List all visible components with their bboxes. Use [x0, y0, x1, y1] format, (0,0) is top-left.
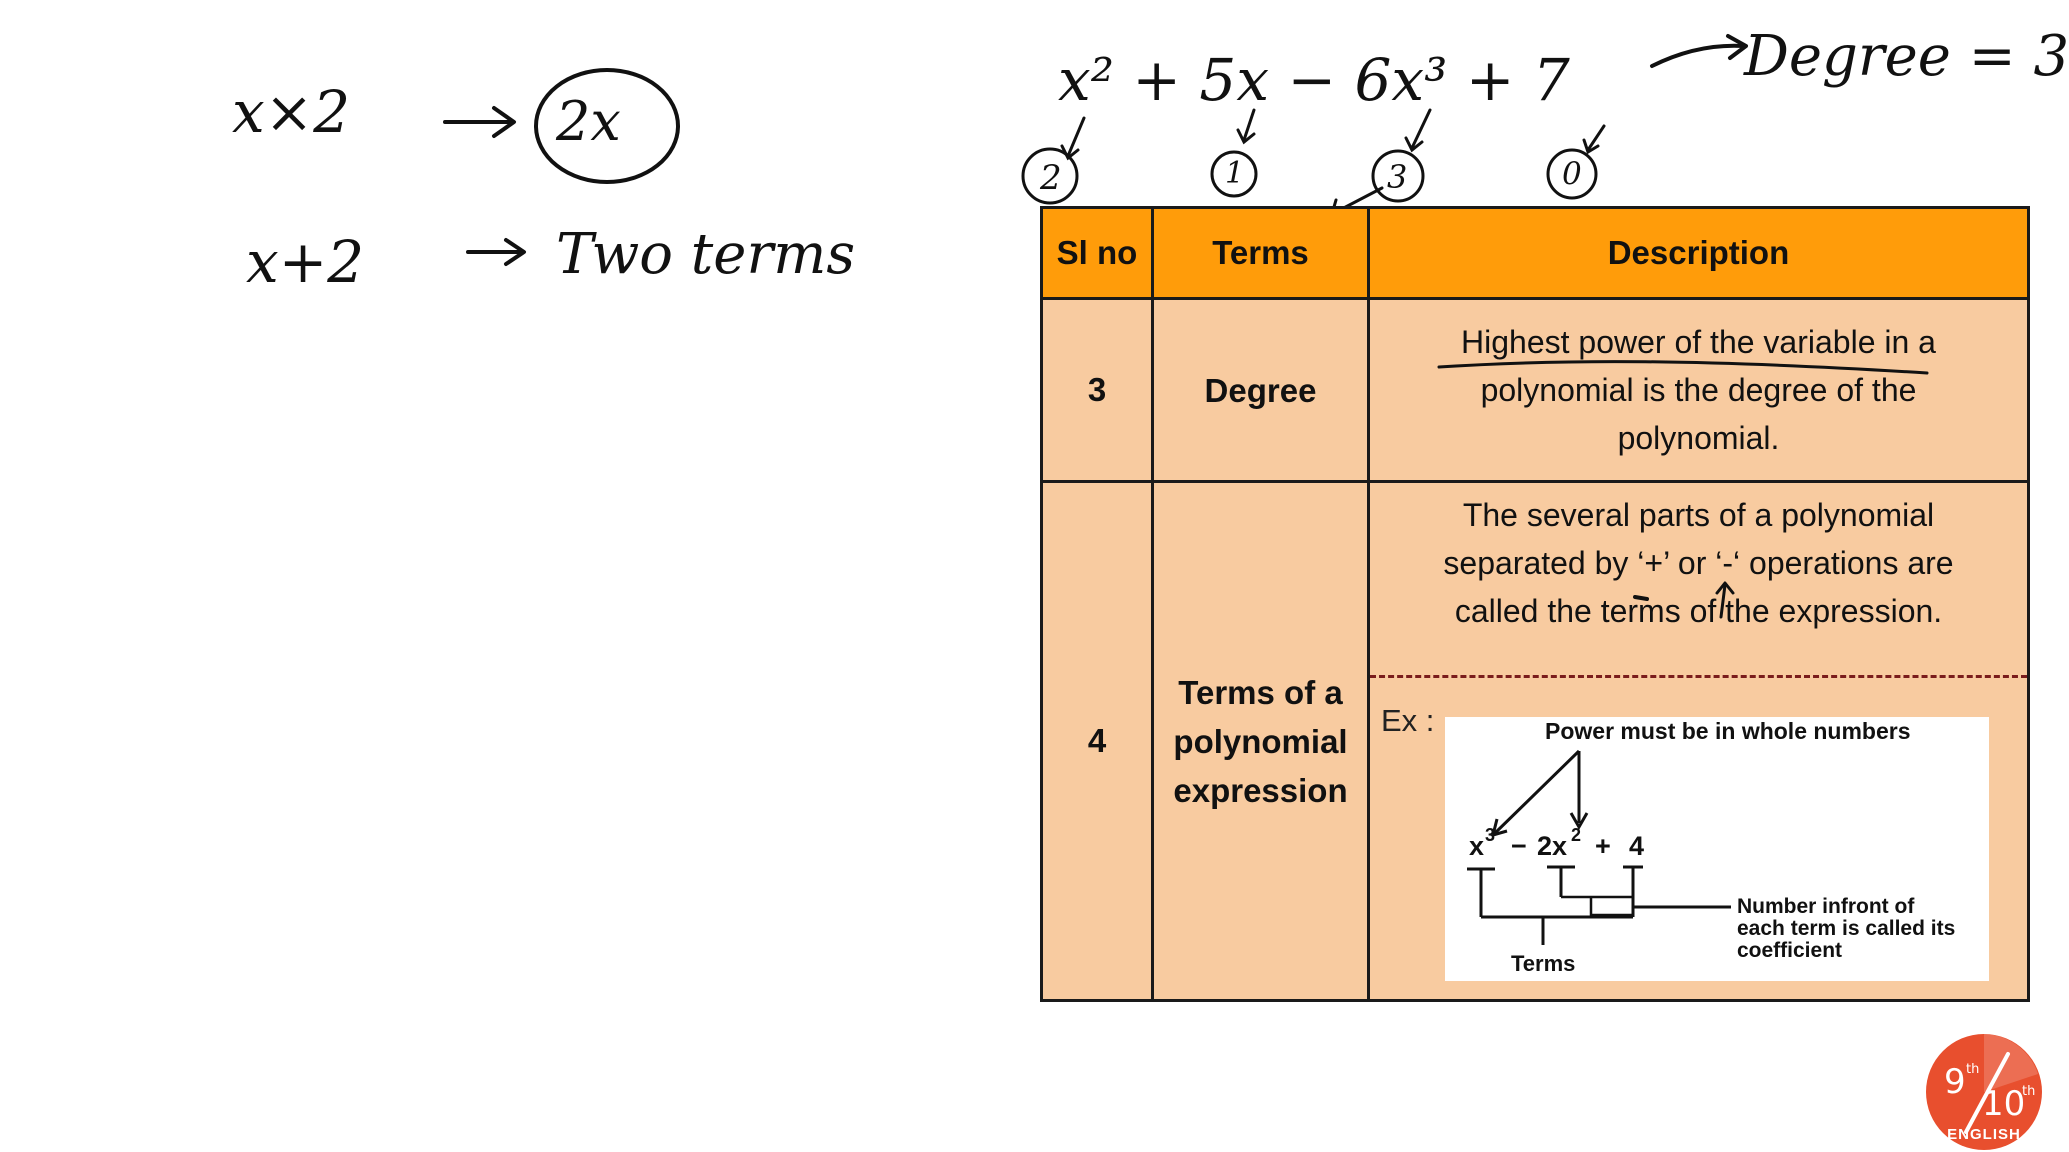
- example-term-2-exponent: 2: [1571, 825, 1581, 845]
- row-4-sl-no: 4: [1087, 722, 1107, 759]
- handwritten-x-plus-2: x+2: [246, 228, 365, 296]
- handwritten-ink-top: [1021, 34, 1748, 216]
- row-4-handwritten-marks: [1633, 581, 1735, 619]
- handwritten-term-degree-3: 3: [1387, 158, 1408, 196]
- table-column-divider-1: [1151, 209, 1154, 999]
- handwritten-two-terms: Two terms: [556, 222, 856, 287]
- row-3-description-line-3: polynomial.: [1617, 420, 1780, 456]
- row-4-description-line-3: called the terms of the expression.: [1454, 593, 1943, 629]
- handwritten-term-degree-2: 1: [1225, 156, 1245, 191]
- logo-ten: 10: [1982, 1084, 2026, 1124]
- example-operator-plus: +: [1595, 831, 1611, 861]
- logo-english-word: ENGLISH: [1947, 1126, 2021, 1143]
- table-header-band: [1043, 209, 2027, 297]
- row-4-term-line-3: expression: [1173, 771, 1348, 809]
- example-label: Ex :: [1381, 703, 1435, 738]
- handwritten-degree-note: Degree = 3: [1744, 24, 2069, 89]
- row-3-term: Degree: [1204, 371, 1317, 409]
- channel-logo: 9 th 10 th ENGLISH: [1926, 1034, 2042, 1150]
- coefficient-note-line-3: coefficient: [1737, 939, 1842, 962]
- handwritten-term-degree-4: 0: [1562, 156, 1582, 192]
- logo-nine: 9: [1944, 1062, 1966, 1102]
- handwritten-2x-circled: 2x: [556, 90, 621, 153]
- example-term-2-base: 2x: [1537, 831, 1567, 861]
- example-term-1-base: x: [1469, 831, 1484, 861]
- header-description: Description: [1607, 234, 1790, 271]
- row-4-term: Terms of a polynomial expression: [1154, 483, 1367, 999]
- example-separator: [1370, 675, 2027, 678]
- table-row-divider-rows: [1043, 480, 2027, 483]
- row-4-description-line-2: separated by ‘+’ or ‘-‘ operations are: [1443, 545, 1954, 581]
- example-diagram: Power must be in whole numbers x 3 − 2x …: [1445, 717, 1989, 981]
- handwritten-term-degree-1: 2: [1040, 158, 1062, 198]
- row-4-term-line-2: polynomial: [1173, 722, 1348, 760]
- row-3-handwritten-underline: [1437, 360, 1929, 375]
- row-3-description-line-2: polynomial is the degree of the: [1480, 372, 1917, 408]
- row-4-description: The several parts of a polynomial separa…: [1370, 491, 2027, 647]
- row-3-description: Highest power of the variable in a polyn…: [1370, 300, 2027, 480]
- example-term-1-exponent: 3: [1485, 825, 1495, 845]
- table-row-divider-header: [1043, 297, 2027, 300]
- logo-th-2: th: [2022, 1084, 2036, 1099]
- example-terms-label: Terms: [1511, 951, 1575, 976]
- example-operator-minus: −: [1511, 831, 1527, 861]
- power-note: Power must be in whole numbers: [1545, 718, 1911, 744]
- row-3-sl-no: 3: [1087, 371, 1107, 408]
- handwritten-ink-left: [443, 68, 680, 266]
- header-sl-no: Sl no: [1056, 234, 1138, 271]
- handwritten-polynomial: x² + 5x − 6x³ + 7: [1058, 46, 1570, 114]
- logo-th-1: th: [1966, 1062, 1980, 1077]
- coefficient-note-line-1: Number infront of: [1737, 895, 1915, 918]
- row-3-description-line-1: Highest power of the variable in a: [1461, 324, 1936, 360]
- example-term-3: 4: [1629, 831, 1644, 861]
- handwritten-x-times-2: x×2: [232, 78, 351, 146]
- row-4-description-line-1: The several parts of a polynomial: [1462, 497, 1935, 533]
- header-terms: Terms: [1212, 234, 1309, 271]
- row-4-term-line-1: Terms of a: [1178, 673, 1343, 711]
- coefficient-note-line-2: each term is called its: [1737, 917, 1955, 940]
- polynomial-terms-table: Sl no Terms Description 3 Degree Highest…: [1040, 206, 2030, 1002]
- table-column-divider-2: [1367, 209, 1370, 999]
